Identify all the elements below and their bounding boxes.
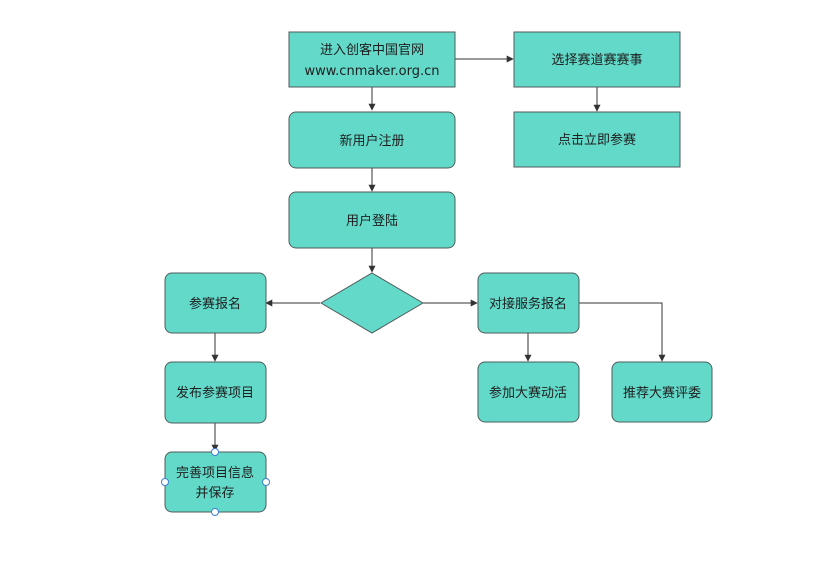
node-complete-line1: 完善项目信息: [176, 465, 254, 481]
edge-service-to-recommend: [579, 302, 666, 362]
selection-handle-right[interactable]: [262, 478, 270, 486]
node-publish[interactable]: 发布参赛项目: [164, 361, 267, 424]
node-enter-site-line1: 进入创客中国官网: [320, 42, 424, 58]
node-activities[interactable]: 参加大赛动活: [477, 361, 580, 423]
node-complete[interactable]: 完善项目信息 并保存: [161, 448, 270, 516]
selection-handle-top[interactable]: [211, 448, 219, 456]
node-login[interactable]: 用户登陆: [288, 191, 456, 249]
selection-handle-left[interactable]: [161, 478, 169, 486]
node-login-label: 用户登陆: [346, 213, 398, 229]
node-click-join-label: 点击立即参赛: [558, 132, 636, 148]
node-sign-up[interactable]: 参赛报名: [164, 272, 267, 334]
node-choose-track-label: 选择赛道赛赛事: [551, 52, 642, 68]
node-sign-up-label: 参赛报名: [189, 296, 241, 312]
node-service-label: 对接服务报名: [489, 296, 567, 312]
node-publish-label: 发布参赛项目: [176, 385, 254, 401]
node-click-join[interactable]: 点击立即参赛: [513, 111, 681, 168]
node-decision[interactable]: [320, 272, 424, 334]
node-enter-site[interactable]: 进入创客中国官网 www.cnmaker.org.cn: [288, 31, 456, 88]
node-register-label: 新用户注册: [339, 133, 404, 149]
node-enter-site-line2: www.cnmaker.org.cn: [304, 64, 439, 79]
node-service[interactable]: 对接服务报名: [477, 272, 580, 334]
node-complete-line2: 并保存: [195, 486, 234, 501]
node-recommend[interactable]: 推荐大赛评委: [611, 361, 713, 423]
node-register[interactable]: 新用户注册: [288, 111, 456, 169]
node-recommend-label: 推荐大赛评委: [623, 385, 701, 401]
edges: [211, 55, 666, 452]
selection-handle-bottom[interactable]: [211, 508, 219, 516]
node-activities-label: 参加大赛动活: [489, 385, 567, 401]
node-choose-track[interactable]: 选择赛道赛赛事: [513, 31, 681, 88]
